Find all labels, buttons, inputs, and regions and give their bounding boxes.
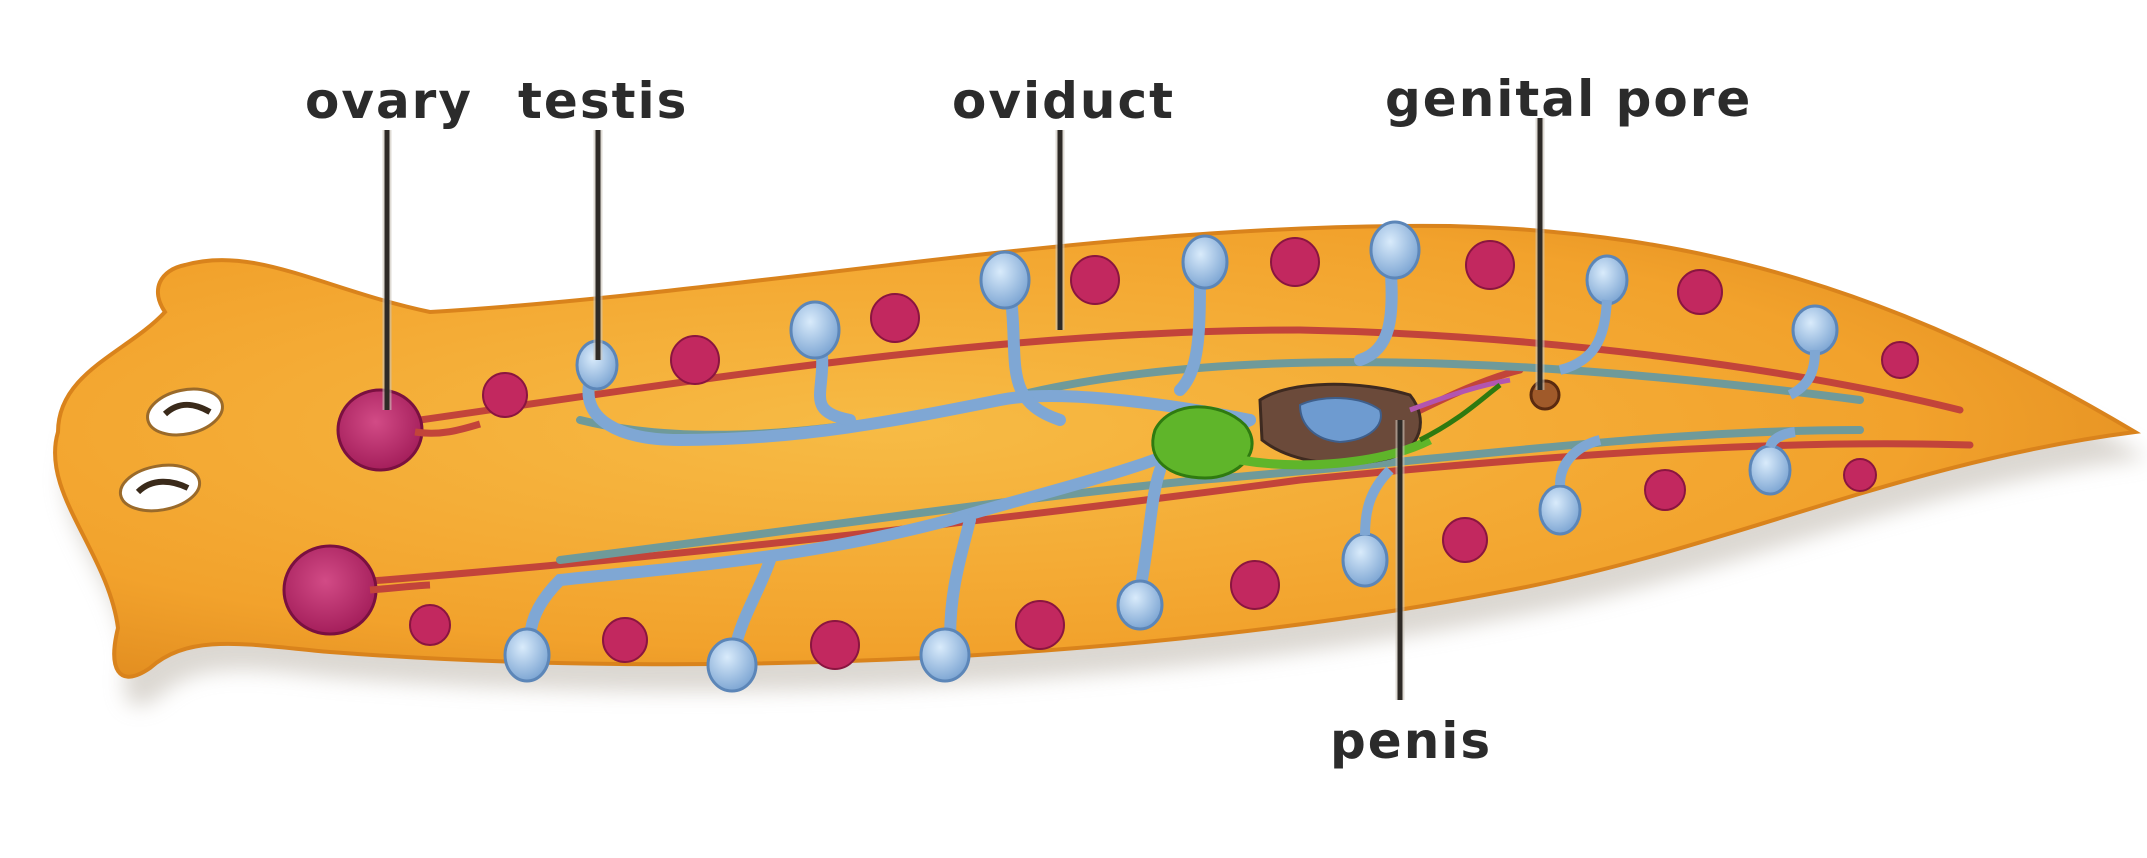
ovary-upper	[338, 390, 422, 470]
seminal-vesicle-green	[1153, 407, 1252, 478]
genital-pore-label: genital pore	[1385, 70, 1752, 128]
testis-label: testis	[518, 72, 688, 130]
ovary-lower	[284, 546, 376, 634]
oviduct-label: oviduct	[952, 72, 1175, 130]
penis-label: penis	[1330, 712, 1492, 770]
ovary-label: ovary	[305, 72, 473, 130]
genital-pore-opening	[1531, 381, 1559, 409]
